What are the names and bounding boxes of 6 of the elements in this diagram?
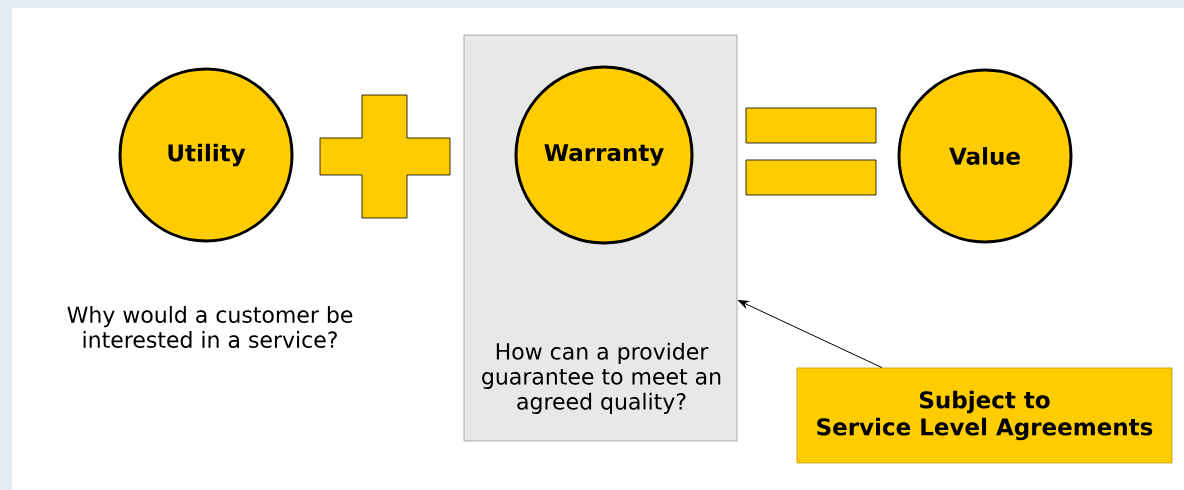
circle-node: Warranty bbox=[514, 65, 694, 245]
arrow bbox=[738, 300, 883, 369]
circle-node: Utility bbox=[118, 67, 294, 243]
question-text: Why would a customer be interested in a service? bbox=[67, 306, 353, 348]
circle-node: Value bbox=[897, 68, 1073, 244]
callout-box: Subject to Service Level Agreements bbox=[796, 367, 1173, 464]
